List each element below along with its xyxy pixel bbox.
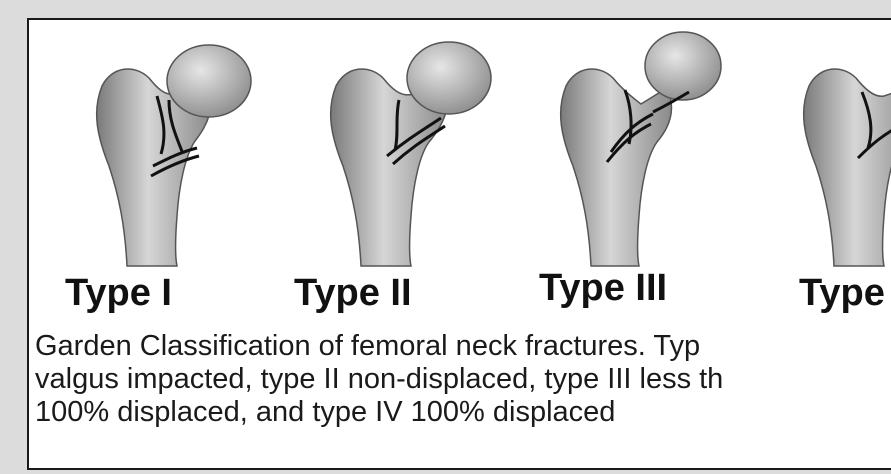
femur-type-iii-illustration <box>521 26 741 276</box>
type-ii-label: Type II <box>294 272 412 315</box>
femur-type-i-illustration <box>57 26 277 276</box>
figure-frame: Type I Type II Type III Type Garden Clas… <box>27 18 891 470</box>
femur-type-iv-illustration <box>764 26 891 276</box>
femur-type-ii-illustration <box>291 26 511 276</box>
type-i-label: Type I <box>65 272 172 315</box>
figure-caption: Garden Classification of femoral neck fr… <box>35 330 891 429</box>
type-iii-label: Type III <box>539 267 667 310</box>
type-iv-label: Type <box>799 272 885 315</box>
